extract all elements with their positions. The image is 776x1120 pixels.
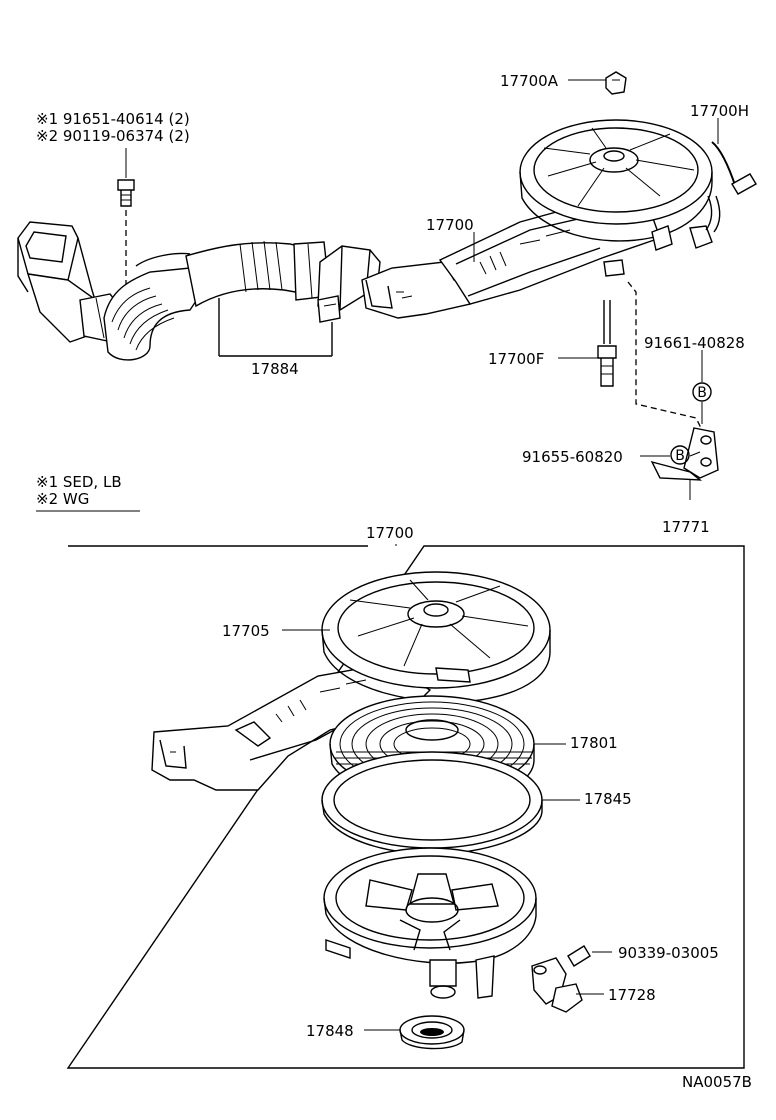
diagram-code: NA0057B (682, 1073, 752, 1091)
label-17848: 17848 (306, 1022, 354, 1040)
legend-line-2: ※2 WG (36, 490, 89, 508)
label-17845: 17845 (584, 790, 632, 808)
note-line-1: ※1 91651-40614 (2) (36, 110, 190, 128)
label-17700A: 17700A (500, 72, 559, 90)
seal-17848-drawing (399, 1015, 465, 1050)
label-17700-box: 17700 (366, 524, 414, 542)
label-17700F: 17700F (488, 350, 544, 368)
intake-duct-drawing (17, 221, 381, 361)
stud-17700f-drawing (597, 300, 617, 387)
label-17728: 17728 (608, 986, 656, 1004)
label-17771: 17771 (662, 518, 710, 536)
gasket-17845-drawing (321, 751, 543, 855)
label-17700H: 17700H (690, 102, 749, 120)
air-cleaner-assy-top-drawing (361, 71, 757, 319)
circle-b-marker-2 (670, 445, 690, 465)
circle-b-marker-1 (692, 382, 712, 402)
lower-case-drawing (323, 847, 537, 999)
label-91655-60820: 91655-60820 (522, 448, 623, 466)
legend-line-1: ※1 SED, LB (36, 473, 122, 491)
circle-b-label-1: B (697, 385, 707, 401)
label-17801: 17801 (570, 734, 618, 752)
exploded-view-frame (66, 545, 745, 1069)
label-17700-top: 17700 (426, 216, 474, 234)
note-line-2: ※2 90119-06374 (2) (36, 127, 190, 145)
top-leaders (473, 79, 719, 457)
bracket-17771-drawing (627, 281, 719, 500)
box-leaders (282, 629, 612, 1031)
p17884-leader (218, 298, 333, 357)
label-91661-40828: 91661-40828 (644, 334, 745, 352)
label-17705: 17705 (222, 622, 270, 640)
valve-17728-drawing (531, 945, 604, 1013)
circle-b-label-2: B (675, 448, 685, 464)
bolt-drawing (117, 148, 135, 300)
label-17884: 17884 (251, 360, 299, 378)
label-90339-03005: 90339-03005 (618, 944, 719, 962)
